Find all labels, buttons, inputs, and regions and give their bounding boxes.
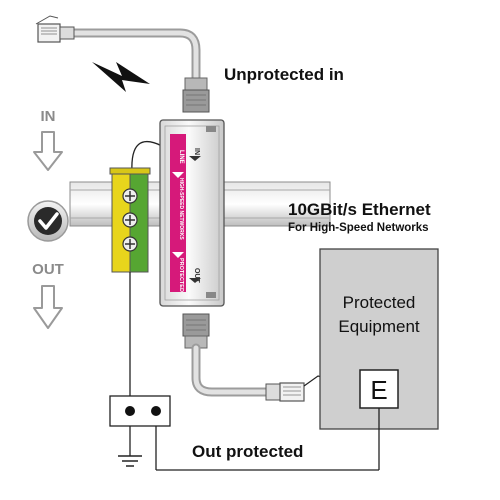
ground-symbol-icon — [118, 426, 142, 467]
device-clip — [206, 126, 216, 132]
ethernet-subtitle: For High-Speed Networks — [288, 222, 429, 234]
down-arrow-icon — [33, 131, 63, 171]
in-label: IN — [41, 108, 56, 125]
down-arrow-icon — [33, 285, 63, 329]
earth-symbol-text: E — [370, 375, 387, 405]
device-in-text: IN — [193, 148, 200, 155]
strip-highspeed-text: HIGH-SPEED NETWORKS — [178, 178, 184, 240]
rj45-connector-bottom — [182, 313, 210, 349]
device-out-arrow-icon — [189, 278, 201, 283]
protected-text: Protected — [343, 293, 416, 312]
unprotected-in-label: Unprotected in — [224, 65, 344, 84]
strip-line-text: LINE — [178, 150, 184, 164]
device-in-arrow-icon — [189, 156, 201, 161]
strip-arrow-icon — [172, 252, 184, 258]
screw-icon — [122, 236, 138, 252]
ground-terminal — [109, 395, 171, 427]
strip-arrow-icon — [172, 172, 184, 178]
rj45-connector-top — [182, 77, 210, 113]
earth-terminal-box — [359, 369, 399, 409]
protection-device: LINE HIGH-SPEED NETWORKS PROTECTED IN OU… — [159, 119, 225, 307]
screw-icon — [122, 212, 138, 228]
protected-equipment-box: Protected Equipment E — [319, 248, 439, 430]
device-out-text: OUT — [193, 268, 200, 284]
rj45-plug-output — [265, 375, 327, 402]
equipment-text: Equipment — [338, 317, 420, 336]
out-label: OUT — [32, 261, 64, 278]
ground-lead — [131, 141, 163, 173]
strip-protected-text: PROTECTED — [178, 258, 184, 292]
input-cable — [67, 28, 201, 83]
screw-icon — [122, 188, 138, 204]
checkmark-icon — [27, 200, 69, 242]
device-clip — [206, 292, 216, 298]
output-cable — [191, 343, 273, 397]
ethernet-title: 10GBit/s Ethernet — [288, 200, 431, 219]
lightning-icon — [92, 62, 150, 92]
terminal-block — [109, 167, 151, 273]
rj45-plug-input — [35, 15, 75, 43]
out-protected-label: Out protected — [192, 442, 303, 461]
